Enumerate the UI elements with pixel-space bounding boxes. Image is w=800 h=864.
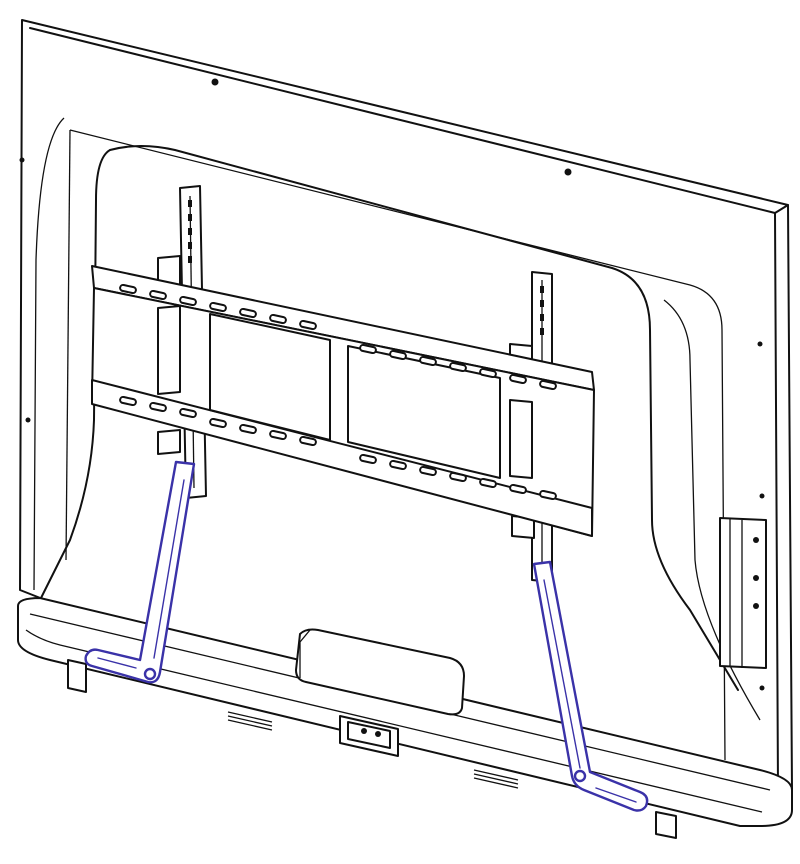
plate-slots-top	[119, 283, 557, 391]
left-soundbar-bracket	[84, 460, 196, 684]
wall-mount-plate	[91, 265, 595, 537]
right-soundbar-bracket	[532, 560, 649, 812]
plate-slots-bottom	[119, 395, 557, 501]
